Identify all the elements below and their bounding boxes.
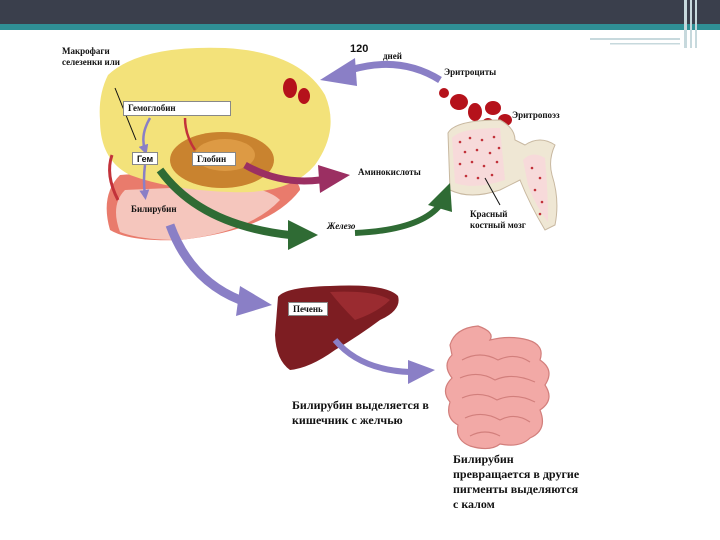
arrow-heme-to-bilirubin — [139, 164, 150, 200]
arrow-heme-to-iron-head — [288, 220, 318, 250]
label-bilirubin-pigments: Билирубин превращается в другие пигменты… — [453, 452, 580, 511]
header-bar — [0, 0, 720, 24]
accent-bar — [0, 24, 720, 30]
label-days-word: дней — [383, 51, 402, 61]
arrow-heme-to-iron — [156, 167, 291, 239]
arrow-erythrocytes-to-spleen — [348, 60, 442, 83]
label-liver: Печень — [288, 302, 328, 316]
arrow-globin-to-aminoacids — [243, 161, 321, 185]
arrow-bilirubin-to-liver — [165, 223, 242, 305]
label-amino-acids: Аминокислоты — [358, 167, 421, 177]
bone-shape — [447, 119, 558, 231]
label-bone-marrow: Красный костный мозг — [470, 209, 526, 230]
label-macrophages: Макрофаги селезенки или — [62, 46, 120, 67]
label-hemoglobin: Гемоглобин — [123, 101, 231, 116]
label-iron: Железо — [327, 221, 356, 231]
label-days-number: 120 — [350, 43, 369, 55]
arrow-return-red — [108, 154, 120, 201]
label-globin: Глобин — [192, 152, 236, 166]
arrow-iron-to-bone-head — [428, 183, 452, 212]
arrow-liver-to-intestine-head — [408, 360, 435, 384]
arrow-iron-to-bone — [354, 203, 443, 236]
arrow-liver-to-intestine — [332, 338, 411, 375]
label-heme: Гем — [132, 152, 158, 165]
label-erythropoiesis: Эритропоэз — [512, 110, 560, 120]
intestine-shape — [444, 325, 550, 450]
label-bilirubin-bile: Билирубин выделяется в кишечник с желчью — [292, 398, 429, 427]
decorative-lines — [590, 38, 680, 45]
label-erythrocytes: Эритроциты — [444, 67, 497, 77]
bone-marrow-dots — [458, 135, 544, 216]
arrow-bilirubin-to-liver-head — [236, 286, 272, 316]
arrow-globin-to-aminoacids-head — [318, 165, 350, 193]
arrow-hemoglobin-to-globin — [183, 117, 197, 151]
label-bilirubin: Билирубин — [131, 204, 177, 214]
arrow-hemoglobin-to-heme — [138, 117, 152, 155]
arrow-erythrocytes-to-spleen-head — [320, 58, 357, 86]
pointer-line-bone-marrow — [484, 177, 501, 206]
decorative-corner-lines — [684, 0, 697, 48]
liver-highlight — [330, 291, 390, 320]
